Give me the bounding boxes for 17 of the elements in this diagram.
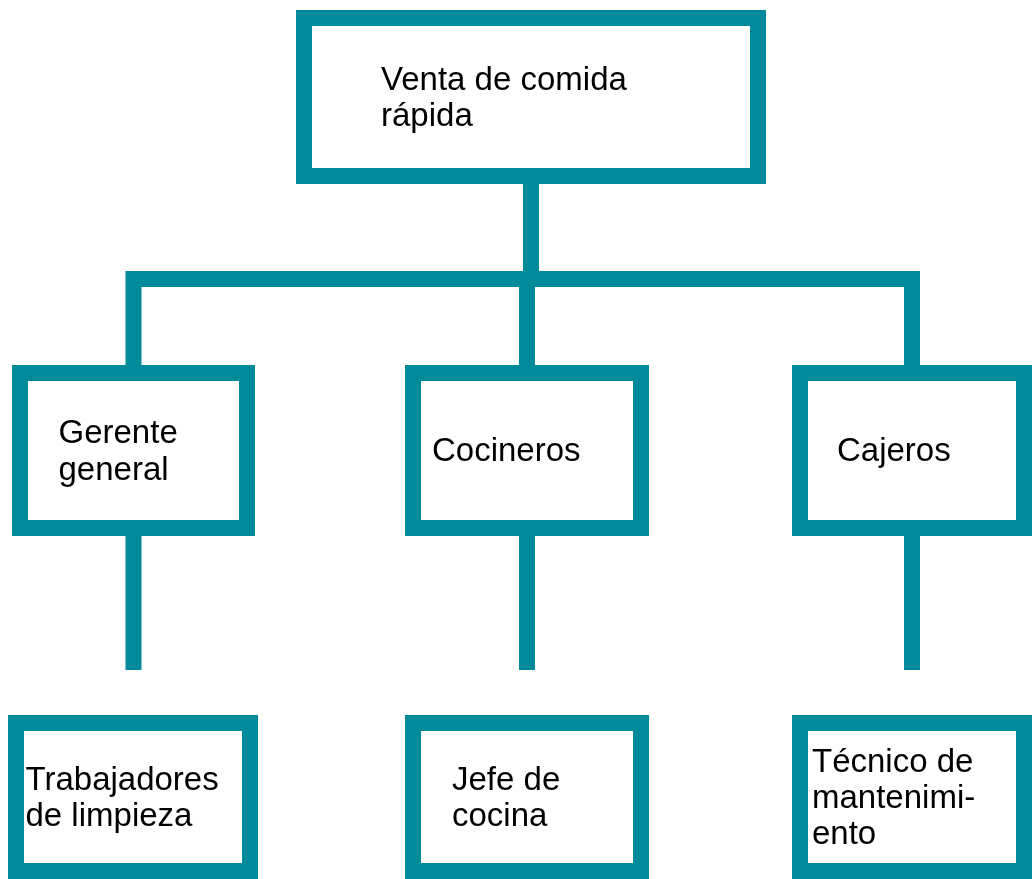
org-box xyxy=(12,365,255,536)
box-label: Cocineros xyxy=(432,432,582,469)
box-label: Cajeros xyxy=(837,432,952,469)
box-label: Técnico de mantenimi- ento xyxy=(812,742,977,852)
box-label: Gerente general xyxy=(58,414,179,487)
connector-line xyxy=(904,536,920,670)
org-box xyxy=(8,715,258,879)
org-box xyxy=(405,715,649,879)
box-label: Trabajadores de limpieza xyxy=(25,760,220,834)
org-box xyxy=(405,365,649,536)
connector-line xyxy=(519,536,535,670)
connector-line xyxy=(125,536,142,670)
org-box xyxy=(296,10,766,184)
org-box xyxy=(792,715,1032,879)
org-box xyxy=(792,365,1032,536)
box-label: Venta de comida rápida xyxy=(381,60,628,134)
box-label: Jefe de cocina xyxy=(452,760,562,834)
